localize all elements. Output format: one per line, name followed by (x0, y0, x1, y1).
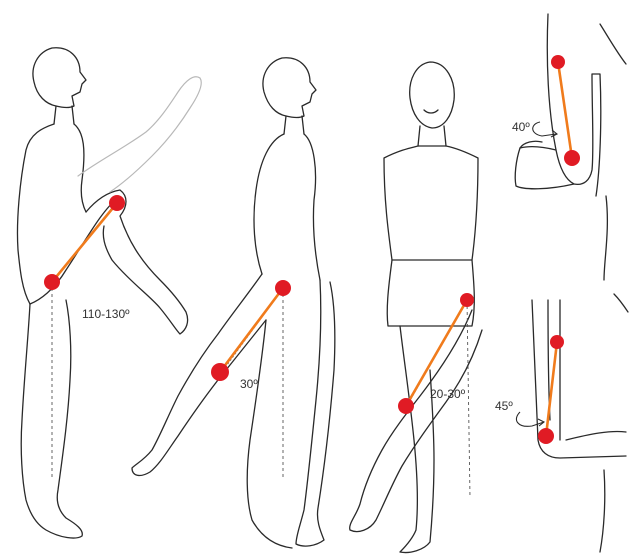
thigh-segment-flexion (52, 203, 117, 282)
knee-marker-flexion (109, 195, 125, 211)
figure-hip-adduction: 20-30º (350, 62, 482, 553)
shin-segment-internal-rotation (558, 62, 572, 158)
figure-hip-flexion: 110-130º (17, 48, 201, 538)
angle-label-hip-adduction: 20-30º (430, 387, 466, 401)
figure-hip-extension: 30º (132, 58, 335, 548)
ankle-marker-internal-rotation (564, 150, 580, 166)
angle-label-hip-external-rotation: 45º (495, 399, 513, 413)
figure-hip-external-rotation: 45º (495, 294, 628, 552)
angle-label-hip-flexion: 110-130º (82, 307, 130, 321)
angle-label-hip-internal-rotation: 40º (512, 120, 530, 134)
angle-label-hip-extension: 30º (240, 377, 258, 391)
hip-marker-flexion (44, 274, 60, 290)
figure-hip-internal-rotation: 40º (512, 14, 626, 280)
ankle-marker-external-rotation (538, 428, 554, 444)
knee-marker-external-rotation (550, 335, 564, 349)
knee-marker-extension (211, 363, 229, 381)
hip-marker-extension (275, 280, 291, 296)
knee-marker-internal-rotation (551, 55, 565, 69)
thigh-segment-extension (220, 288, 283, 372)
hip-marker-adduction (460, 293, 474, 307)
shin-segment-external-rotation (546, 342, 557, 436)
knee-marker-adduction (398, 398, 414, 414)
